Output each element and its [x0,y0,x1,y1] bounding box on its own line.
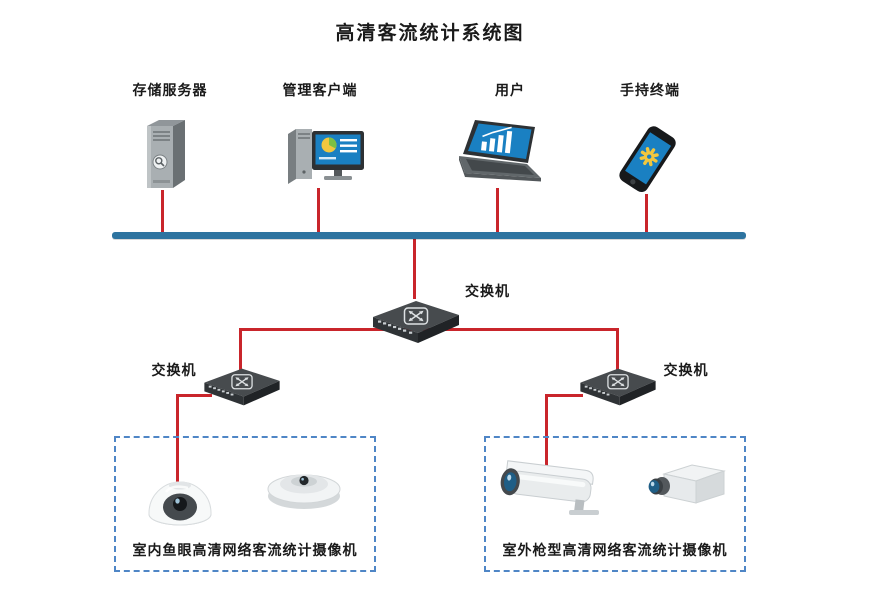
label-handheld-terminal: 手持终端 [620,82,680,98]
label-user: 用户 [495,82,525,98]
management-client-icon [282,122,370,192]
connection-line-core-switch [413,239,416,299]
core-switch-icon [368,296,464,348]
connection-line-outdoor-v [545,394,548,474]
connection-line-storage [161,190,164,236]
handheld-terminal-icon [610,120,684,200]
diagram-title: 高清客流统计系统图 [335,23,525,44]
label-core-switch: 交换机 [465,283,510,299]
label-indoor-cameras: 室内鱼眼高清网络客流统计摄像机 [132,542,358,558]
label-outdoor-cameras: 室外枪型高清网络客流统计摄像机 [502,542,728,558]
label-management-client: 管理客户端 [282,82,358,98]
indoor-camera-group: 室内鱼眼高清网络客流统计摄像机 [114,436,376,572]
label-storage-server: 存储服务器 [132,82,208,98]
storage-server-icon [133,116,193,194]
box-camera-icon [638,454,730,524]
connection-line-right-switch [616,328,619,372]
connection-line-left-switch [239,328,242,372]
network-bus [112,232,746,239]
connection-line-phone [645,194,648,236]
connection-line-outdoor-h [545,394,583,397]
right-switch-icon [576,364,660,410]
outdoor-camera-group: 室外枪型高清网络客流统计摄像机 [484,436,746,572]
user-icon [450,118,546,192]
fisheye-camera-icon [260,454,348,514]
left-switch-icon [200,364,284,410]
connection-line-indoor-h [176,394,212,397]
bullet-camera-icon [489,446,609,524]
dome-camera-icon [142,450,218,530]
label-left-switch: 交换机 [151,362,197,378]
connection-line-laptop [496,188,499,236]
connection-line-indoor-v [176,394,179,486]
connection-line-client [317,188,320,236]
label-right-switch: 交换机 [663,362,709,378]
